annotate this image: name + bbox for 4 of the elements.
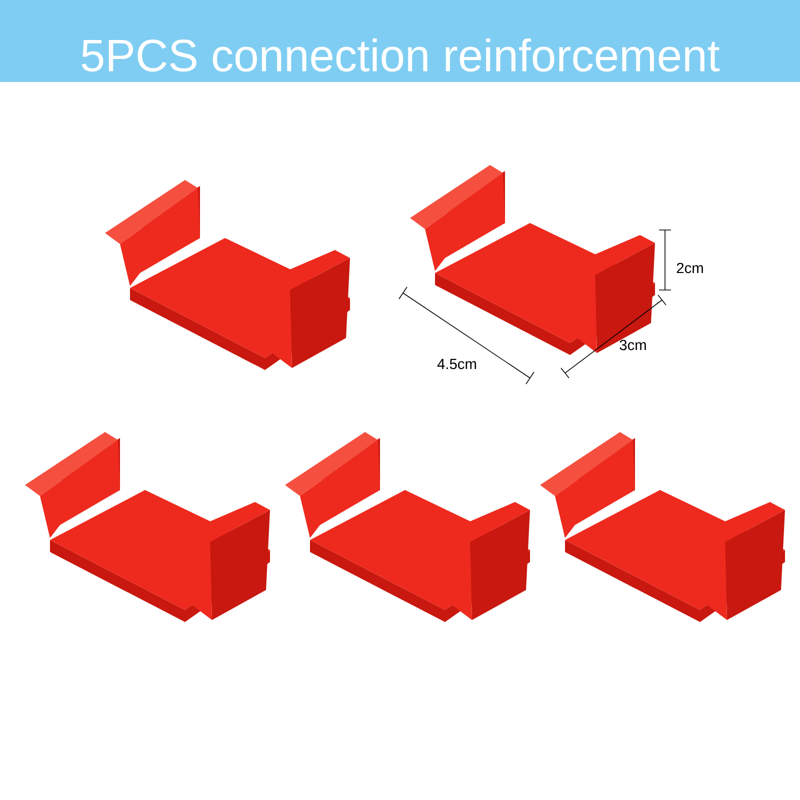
dimension-label: 3cm — [620, 340, 646, 350]
dimension-label: 4.5cm — [437, 358, 476, 370]
title-banner: 5PCS connection reinforcement — [0, 0, 800, 82]
dimension-label: 2cm — [676, 262, 703, 274]
